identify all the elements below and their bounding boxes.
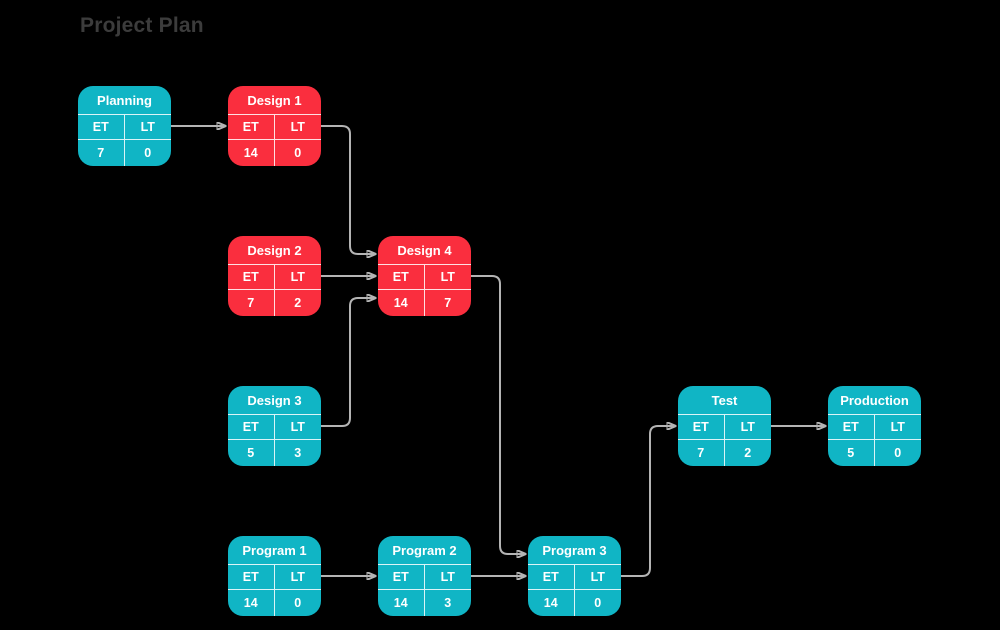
node-title: Program 3 bbox=[528, 536, 621, 565]
et-header: ET bbox=[378, 565, 425, 591]
node-program1[interactable]: Program 1 ET LT 14 0 bbox=[228, 536, 321, 616]
node-title: Design 3 bbox=[228, 386, 321, 415]
lt-value: 2 bbox=[294, 295, 302, 310]
node-design2[interactable]: Design 2 ET LT 7 2 bbox=[228, 236, 321, 316]
node-title: Design 1 bbox=[228, 86, 321, 115]
et-header: ET bbox=[78, 115, 125, 141]
node-design1[interactable]: Design 1 ET LT 14 0 bbox=[228, 86, 321, 166]
et-value: 14 bbox=[378, 290, 425, 316]
node-table: ET LT 7 2 bbox=[678, 415, 771, 466]
connector-design1-design4 bbox=[321, 125, 375, 254]
et-header: ET bbox=[228, 415, 275, 441]
lt-value: 7 bbox=[444, 295, 452, 310]
et-header: ET bbox=[228, 265, 275, 291]
node-production[interactable]: Production ET LT 5 0 bbox=[828, 386, 921, 466]
lt-value: 3 bbox=[294, 445, 302, 460]
node-title: Program 2 bbox=[378, 536, 471, 565]
node-title: Planning bbox=[78, 86, 171, 115]
lt-value: 3 bbox=[444, 595, 452, 610]
et-value: 14 bbox=[528, 590, 575, 616]
lt-header: LT bbox=[574, 565, 621, 591]
lt-header: LT bbox=[424, 565, 471, 591]
et-value: 14 bbox=[228, 140, 275, 166]
lt-header: LT bbox=[274, 115, 321, 141]
node-program3[interactable]: Program 3 ET LT 14 0 bbox=[528, 536, 621, 616]
lt-value: 0 bbox=[144, 145, 152, 160]
et-value: 14 bbox=[228, 590, 275, 616]
node-title: Production bbox=[828, 386, 921, 415]
lt-value: 0 bbox=[294, 145, 302, 160]
lt-value: 2 bbox=[744, 445, 752, 460]
lt-header: LT bbox=[124, 115, 171, 141]
et-header: ET bbox=[378, 265, 425, 291]
node-program2[interactable]: Program 2 ET LT 14 3 bbox=[378, 536, 471, 616]
node-table: ET LT 14 7 bbox=[378, 265, 471, 316]
et-value: 7 bbox=[228, 290, 275, 316]
et-value: 5 bbox=[228, 440, 275, 466]
et-header: ET bbox=[678, 415, 725, 441]
node-planning[interactable]: Planning ET LT 7 0 bbox=[78, 86, 171, 166]
et-header: ET bbox=[228, 115, 275, 141]
lt-header: LT bbox=[274, 265, 321, 291]
et-header: ET bbox=[528, 565, 575, 591]
lt-value: 0 bbox=[894, 445, 902, 460]
node-design3[interactable]: Design 3 ET LT 5 3 bbox=[228, 386, 321, 466]
et-value: 7 bbox=[678, 440, 725, 466]
node-table: ET LT 5 0 bbox=[828, 415, 921, 466]
node-table: ET LT 7 2 bbox=[228, 265, 321, 316]
lt-header: LT bbox=[274, 415, 321, 441]
node-test[interactable]: Test ET LT 7 2 bbox=[678, 386, 771, 466]
node-title: Design 4 bbox=[378, 236, 471, 265]
node-table: ET LT 7 0 bbox=[78, 115, 171, 166]
lt-value: 0 bbox=[594, 595, 602, 610]
node-title: Test bbox=[678, 386, 771, 415]
node-table: ET LT 14 0 bbox=[528, 565, 621, 616]
lt-header: LT bbox=[724, 415, 771, 441]
node-table: ET LT 14 3 bbox=[378, 565, 471, 616]
connector-design3-design4 bbox=[321, 298, 375, 427]
node-table: ET LT 14 0 bbox=[228, 115, 321, 166]
connector-program3-test bbox=[621, 426, 675, 577]
node-title: Design 2 bbox=[228, 236, 321, 265]
lt-value: 0 bbox=[294, 595, 302, 610]
node-table: ET LT 5 3 bbox=[228, 415, 321, 466]
node-design4[interactable]: Design 4 ET LT 14 7 bbox=[378, 236, 471, 316]
et-value: 7 bbox=[78, 140, 125, 166]
page-title: Project Plan bbox=[80, 14, 204, 37]
lt-header: LT bbox=[424, 265, 471, 291]
et-header: ET bbox=[828, 415, 875, 441]
lt-header: LT bbox=[874, 415, 921, 441]
lt-header: LT bbox=[274, 565, 321, 591]
connector-design4-program3 bbox=[471, 275, 525, 554]
node-table: ET LT 14 0 bbox=[228, 565, 321, 616]
et-header: ET bbox=[228, 565, 275, 591]
et-value: 14 bbox=[378, 590, 425, 616]
et-value: 5 bbox=[828, 440, 875, 466]
node-title: Program 1 bbox=[228, 536, 321, 565]
